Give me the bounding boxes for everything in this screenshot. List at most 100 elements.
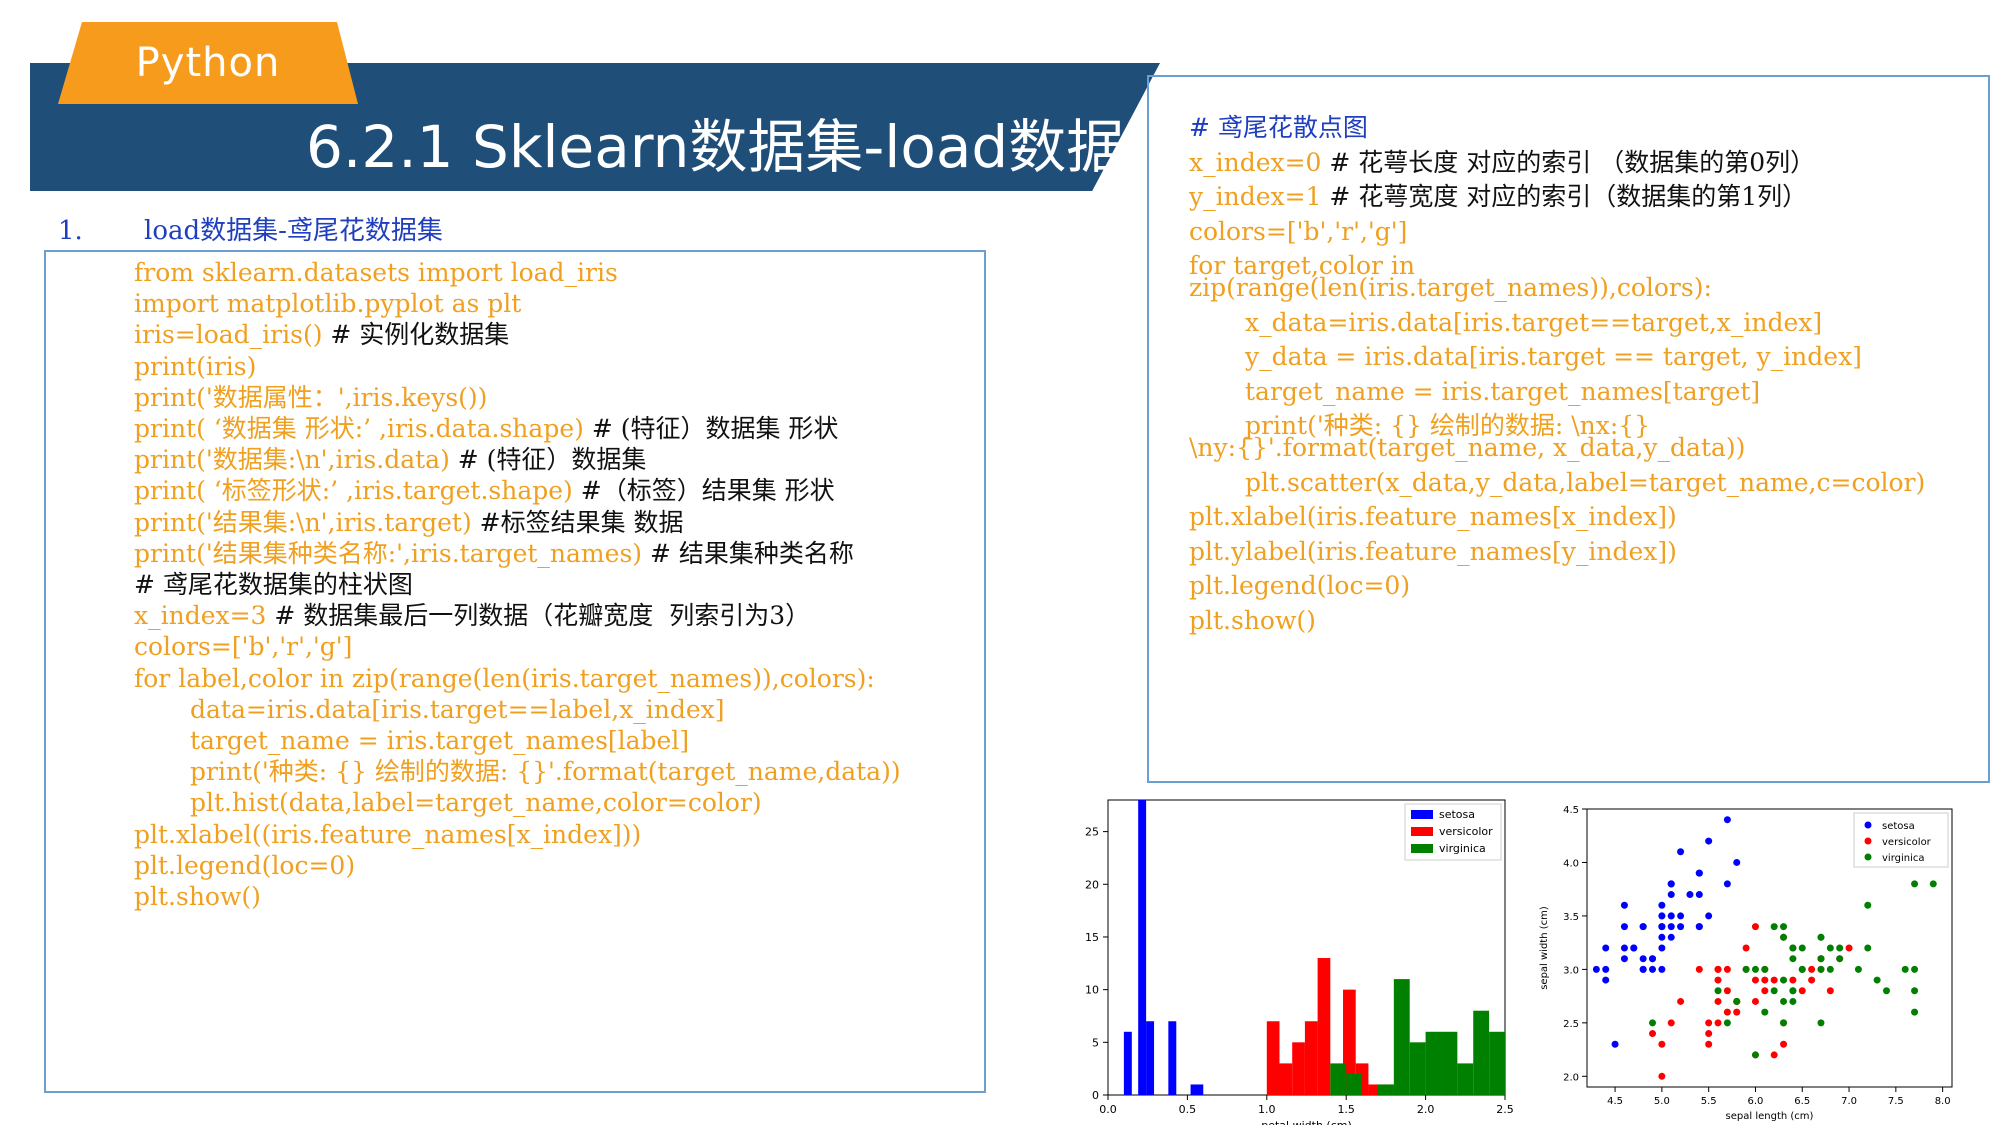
- scatter-point: [1817, 955, 1825, 963]
- scatter-point: [1705, 1040, 1713, 1048]
- x-tick-label: 4.5: [1607, 1096, 1623, 1107]
- scatter-point: [1677, 848, 1685, 856]
- scatter-point: [1733, 1008, 1741, 1016]
- python-tab: Python: [58, 22, 358, 104]
- scatter-point: [1658, 933, 1666, 941]
- scatter-point: [1751, 997, 1759, 1005]
- scatter-point: [1723, 1019, 1731, 1027]
- scatter-point: [1705, 1030, 1713, 1038]
- code-text: plt.ylabel(iris.feature_names[y_index]): [1189, 536, 1677, 566]
- scatter-point: [1789, 955, 1797, 963]
- code-text: plt.xlabel((iris.feature_names[x_index])…: [134, 819, 642, 849]
- scatter-point: [1826, 944, 1834, 952]
- scatter-point: [1658, 944, 1666, 952]
- code-line: x_index=3 # 数据集最后一列数据（花瓣宽度 列索引为3）: [134, 601, 810, 631]
- code-line: print( ‘标签形状:’ ,iris.target.shape) #（标签）…: [134, 476, 835, 506]
- scatter-point: [1686, 891, 1694, 899]
- legend-label: virginica: [1439, 842, 1486, 855]
- scatter-point: [1620, 955, 1628, 963]
- y-tick-label: 2.0: [1563, 1072, 1579, 1083]
- legend-label: setosa: [1439, 808, 1475, 821]
- y-tick-label: 25: [1085, 826, 1099, 839]
- scatter-point: [1658, 912, 1666, 920]
- code-comment: # 实例化数据集: [330, 320, 510, 350]
- code-text: print('结果集:\n',iris.target): [134, 507, 480, 537]
- code-line: \ny:{}'.format(target_name, x_data,y_dat…: [1189, 433, 1745, 463]
- y-tick-label: 15: [1085, 931, 1099, 944]
- histogram-bar: [1425, 1031, 1442, 1095]
- scatter-point: [1620, 944, 1628, 952]
- code-text: x_data=iris.data[iris.target==target,x_i…: [1245, 307, 1823, 337]
- scatter-point: [1751, 976, 1759, 984]
- code-line: plt.legend(loc=0): [134, 851, 355, 881]
- histogram-chart: 0.00.51.01.52.02.50510152025petal width …: [1085, 799, 1514, 1125]
- code-box-scatter: # 鸢尾花散点图 x_index=0 # 花萼长度 对应的索引 （数据集的第0列）…: [1147, 75, 1990, 783]
- scatter-point: [1817, 1019, 1825, 1027]
- scatter-point: [1770, 923, 1778, 931]
- code-text: print('种类: {} 绘制的数据: {}'.format(target_n…: [190, 757, 901, 787]
- code-line: print('数据属性：',iris.keys()): [134, 383, 487, 413]
- scatter-point: [1695, 869, 1703, 877]
- scatter-point: [1714, 976, 1722, 984]
- code-text: plt.scatter(x_data,y_data,label=target_n…: [1245, 467, 1926, 497]
- code-comment: # 花萼长度 对应的索引 （数据集的第0列）: [1329, 147, 1816, 177]
- x-tick-label: 1.0: [1258, 1103, 1276, 1116]
- code-comment: #标签结果集 数据: [479, 507, 684, 537]
- x-axis-label: sepal length (cm): [1726, 1111, 1814, 1122]
- scatter-point: [1798, 944, 1806, 952]
- scatter-point: [1780, 1040, 1788, 1048]
- code-line: plt.scatter(x_data,y_data,label=target_n…: [1245, 468, 1925, 498]
- scatter-point: [1789, 944, 1797, 952]
- scatter-point: [1695, 891, 1703, 899]
- scatter-point: [1929, 880, 1937, 888]
- scatter-point: [1723, 816, 1731, 824]
- code-line: x_index=0 # 花萼长度 对应的索引 （数据集的第0列）: [1189, 148, 1815, 178]
- legend-label: virginica: [1882, 853, 1925, 864]
- scatter-point: [1789, 987, 1797, 995]
- x-tick-label: 0.5: [1179, 1103, 1197, 1116]
- code-text: plt.show(): [1189, 605, 1316, 635]
- scatter-point: [1630, 944, 1638, 952]
- legend-label: versicolor: [1882, 837, 1932, 848]
- x-tick-label: 0.0: [1099, 1103, 1117, 1116]
- scatter-point: [1836, 955, 1844, 963]
- scatter-point: [1667, 880, 1675, 888]
- scatter-point: [1808, 965, 1816, 973]
- scatter-point: [1826, 987, 1834, 995]
- y-tick-label: 20: [1085, 878, 1099, 891]
- x-tick-label: 8.0: [1935, 1096, 1951, 1107]
- code-comment: # 鸢尾花数据集的柱状图: [134, 570, 413, 599]
- code-text: x_index=0: [1189, 147, 1330, 177]
- histogram-bar: [1346, 1073, 1363, 1095]
- scatter-point: [1761, 976, 1769, 984]
- code-line: print(iris): [134, 352, 256, 382]
- scatter-point: [1826, 965, 1834, 973]
- histogram-bar: [1368, 1084, 1382, 1095]
- code-line: x_data=iris.data[iris.target==target,x_i…: [1245, 308, 1822, 338]
- scatter-point: [1723, 880, 1731, 888]
- scatter-point: [1658, 901, 1666, 909]
- scatter-point: [1723, 987, 1731, 995]
- scatter-point: [1761, 987, 1769, 995]
- python-tab-label: Python: [135, 40, 281, 86]
- code-text: plt.show(): [134, 882, 261, 911]
- scatter-point: [1620, 923, 1628, 931]
- scatter-point: [1592, 965, 1600, 973]
- y-axis-label: sepal width (cm): [1539, 906, 1550, 990]
- scatter-point: [1667, 933, 1675, 941]
- x-tick-label: 5.0: [1654, 1096, 1670, 1107]
- legend-marker: [1864, 837, 1872, 845]
- y-tick-label: 0: [1092, 1089, 1099, 1102]
- code-line: print( ‘数据集 形状:’ ,iris.data.shape) # (特征…: [134, 414, 838, 444]
- code-line: plt.hist(data,label=target_name,color=co…: [190, 788, 762, 818]
- scatter-point: [1733, 858, 1741, 866]
- histogram-bar: [1123, 1031, 1132, 1095]
- scatter-point: [1789, 997, 1797, 1005]
- scatter-point: [1649, 1019, 1657, 1027]
- scatter-point: [1780, 976, 1788, 984]
- legend-swatch: [1411, 844, 1433, 853]
- code-comment: # 鸢尾花散点图: [1189, 113, 1368, 142]
- code-line: print('种类: {} 绘制的数据: {}'.format(target_n…: [190, 757, 901, 787]
- scatter-point: [1667, 912, 1675, 920]
- code-line: print('数据集:\n',iris.data) # (特征）数据集: [134, 445, 646, 475]
